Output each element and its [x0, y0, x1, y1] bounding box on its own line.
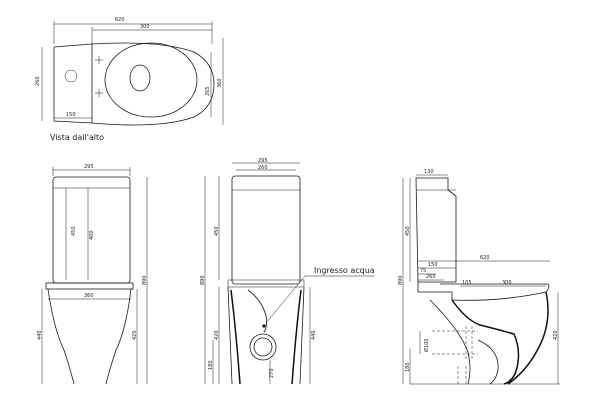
top-view-outline — [53, 42, 215, 126]
water-inlet-point — [262, 324, 266, 328]
dim-front-seat-height: 420 — [132, 330, 138, 340]
dim-side-tank-height: 450 — [405, 226, 411, 236]
dim-side-tank-depth: 130 — [424, 169, 434, 175]
dim-rear-inner-width: 260 — [258, 165, 268, 171]
top-view: 620 300 260 265 360 150 Vista dall'alto — [35, 17, 224, 142]
rear-bowl — [227, 286, 305, 385]
dim-top-seat: 300 — [140, 24, 150, 30]
dim-front-total-height: 890 — [142, 275, 148, 285]
dim-front-tank-height: 450 — [71, 226, 77, 236]
side-seat — [417, 282, 550, 301]
dim-rear-side-height: 440 — [311, 330, 317, 340]
dim-side-105: 105 — [462, 280, 472, 286]
dim-rear-drain-height: 180 — [208, 360, 214, 370]
dim-top-bowl-b: 360 — [217, 78, 223, 88]
dim-side-260: 260 — [426, 274, 436, 280]
dim-side-75: 75 — [420, 268, 426, 274]
side-view: 130 890 450 620 150 75 260 105 300 Ø100 … — [398, 169, 560, 385]
dim-rear-drain-offset: 270 — [269, 368, 275, 378]
dim-side-total-height: 890 — [398, 275, 404, 285]
dim-front-base-width: 360 — [84, 293, 94, 299]
dim-top-tank-width: 260 — [35, 76, 41, 86]
dim-top-bowl-a: 265 — [205, 86, 211, 96]
side-bowl — [451, 291, 549, 385]
caption-top-view: Vista dall'alto — [50, 133, 104, 142]
dim-top-rear: 150 — [66, 112, 76, 118]
dim-rear-outer-width: 295 — [258, 158, 268, 164]
tank-hole — [64, 69, 78, 83]
dim-front-inner-height: 400 — [89, 230, 95, 240]
front-bowl — [47, 288, 132, 385]
dim-side-150: 150 — [428, 262, 438, 268]
rear-drain-outer — [249, 333, 277, 361]
dim-side-drain-dia: Ø100 — [423, 339, 430, 352]
rear-view: Ingresso acqua 295 260 890 450 420 180 4… — [200, 158, 375, 385]
caption-water-inlet: Ingresso acqua — [314, 266, 375, 275]
dim-side-bowl-height: 420 — [553, 330, 559, 340]
dim-front-bowl-height: 440 — [37, 330, 43, 340]
dim-rear-tank-height: 450 — [214, 226, 220, 236]
dim-side-drain-height: 180 — [405, 362, 411, 372]
rear-tank — [231, 175, 301, 285]
rear-drain-inner — [253, 337, 273, 357]
dim-front-tank-width: 295 — [84, 164, 94, 170]
front-tank — [52, 176, 131, 284]
front-view: 295 450 400 890 360 440 420 — [37, 164, 148, 385]
dim-rear-bowl-height: 420 — [214, 330, 220, 340]
dim-side-seat-depth: 300 — [502, 280, 512, 286]
dim-top-overall: 620 — [115, 17, 125, 23]
fixing-mark-bottom — [95, 89, 103, 97]
seat-ring — [104, 42, 198, 118]
dim-side-depth: 620 — [480, 255, 490, 261]
fixing-mark-top — [95, 56, 103, 64]
dim-rear-total-height: 890 — [200, 275, 206, 285]
